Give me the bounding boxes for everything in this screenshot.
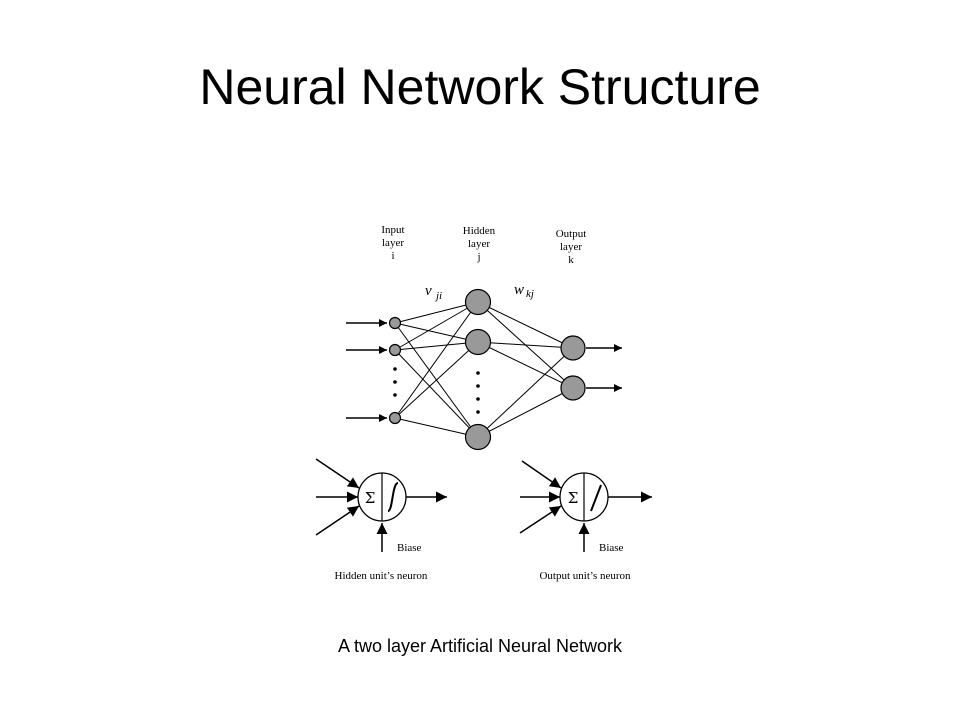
weight-label-v: v ji — [425, 283, 442, 302]
output-neuron-caption: Output unit’s neuron — [539, 570, 631, 582]
hidden-layer-label-line2: layer — [468, 238, 490, 250]
hidden-layer-label-line1: Hidden — [463, 225, 496, 237]
hidden-node — [464, 423, 492, 451]
sum-symbol: Σ — [365, 489, 376, 507]
input-hidden-connections — [394, 301, 479, 438]
output-node — [560, 375, 586, 401]
hidden-nodes — [464, 288, 492, 451]
weight-v-subscript: ji — [434, 290, 442, 302]
hidden-unit-neuron: Σ Biase Hidden unit’s neuron — [315, 458, 447, 582]
hidden-node — [464, 328, 492, 356]
hidden-node — [464, 288, 492, 316]
hidden-neuron-caption: Hidden unit’s neuron — [335, 570, 428, 582]
input-layer-label: Input layer i — [381, 224, 404, 262]
output-layer-label: Output layer k — [556, 228, 587, 266]
hidden-layer-label-line3: j — [476, 251, 480, 263]
output-layer-label-line3: k — [568, 254, 574, 266]
figure-caption: A two layer Artificial Neural Network — [337, 636, 623, 656]
output-layer-label-line2: layer — [560, 241, 582, 253]
output-unit-neuron: Σ Biase Output unit’s neuron — [519, 460, 652, 582]
weight-label-w: w kj — [514, 282, 534, 300]
sigmoid-icon — [387, 482, 399, 512]
sum-symbol: Σ — [568, 489, 579, 507]
output-nodes — [560, 335, 586, 401]
input-layer-label-line3: i — [391, 250, 394, 262]
input-node — [388, 411, 402, 425]
hidden-ellipsis — [476, 371, 480, 414]
weight-w-subscript: kj — [526, 288, 534, 300]
input-layer-label-line1: Input — [381, 224, 404, 236]
hidden-output-connections — [477, 301, 574, 438]
page-title: Neural Network Structure — [199, 59, 761, 115]
input-nodes — [388, 316, 402, 425]
output-layer-label-line1: Output — [556, 228, 587, 240]
input-node — [388, 343, 402, 357]
output-node — [560, 335, 586, 361]
hidden-bias-label: Biase — [397, 542, 422, 554]
output-arrows — [586, 344, 622, 392]
weight-v-symbol: v — [425, 283, 432, 299]
linear-icon — [590, 484, 602, 512]
input-layer-label-line2: layer — [382, 237, 404, 249]
hidden-layer-label: Hidden layer j — [463, 225, 496, 263]
input-node — [388, 316, 402, 330]
output-bias-label: Biase — [599, 542, 624, 554]
input-ellipsis — [393, 367, 397, 397]
input-arrows — [346, 319, 387, 422]
weight-w-symbol: w — [514, 282, 524, 298]
